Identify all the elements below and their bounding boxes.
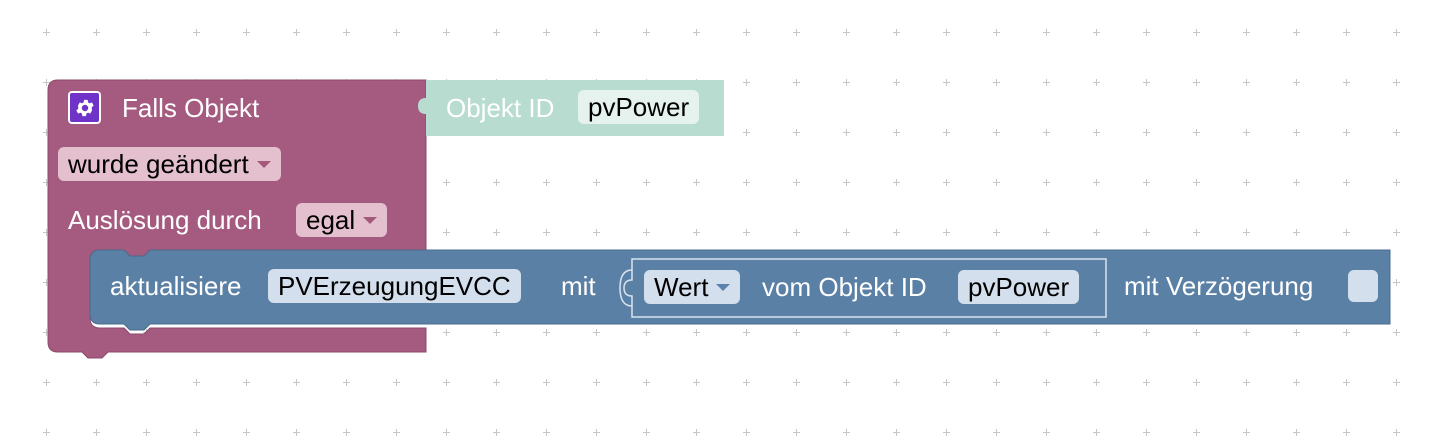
value-object-field[interactable]: pvPower	[958, 270, 1080, 304]
chevron-down-icon	[363, 217, 378, 225]
trigger-block-title: Falls Objekt	[122, 93, 260, 123]
chevron-down-icon	[256, 161, 271, 169]
object-id-field[interactable]: pvPower	[578, 90, 700, 124]
trigger-mode-dropdown[interactable]: wurde geändert	[58, 147, 281, 181]
object-id-label: Objekt ID	[446, 93, 555, 123]
chevron-down-icon	[716, 284, 731, 292]
update-block-label: aktualisiere	[110, 271, 242, 301]
value-input-notch	[619, 269, 633, 307]
gear-icon[interactable]	[68, 91, 101, 124]
trigger-mode-value: wurde geändert	[68, 149, 249, 179]
trigger-source-value: egal	[306, 205, 356, 235]
trigger-source-label: Auslösung durch	[68, 205, 262, 235]
value-object-label: vom Objekt ID	[762, 272, 927, 302]
value-property-value: Wert	[654, 272, 709, 302]
delay-label: mit Verzögerung	[1124, 271, 1314, 301]
trigger-source-dropdown[interactable]: egal	[296, 203, 388, 237]
value-property-dropdown[interactable]: Wert	[644, 270, 741, 304]
delay-checkbox[interactable]	[1348, 270, 1378, 302]
update-with-label: mit	[561, 271, 596, 301]
update-target-field[interactable]: PVErzeugungEVCC	[268, 269, 521, 303]
